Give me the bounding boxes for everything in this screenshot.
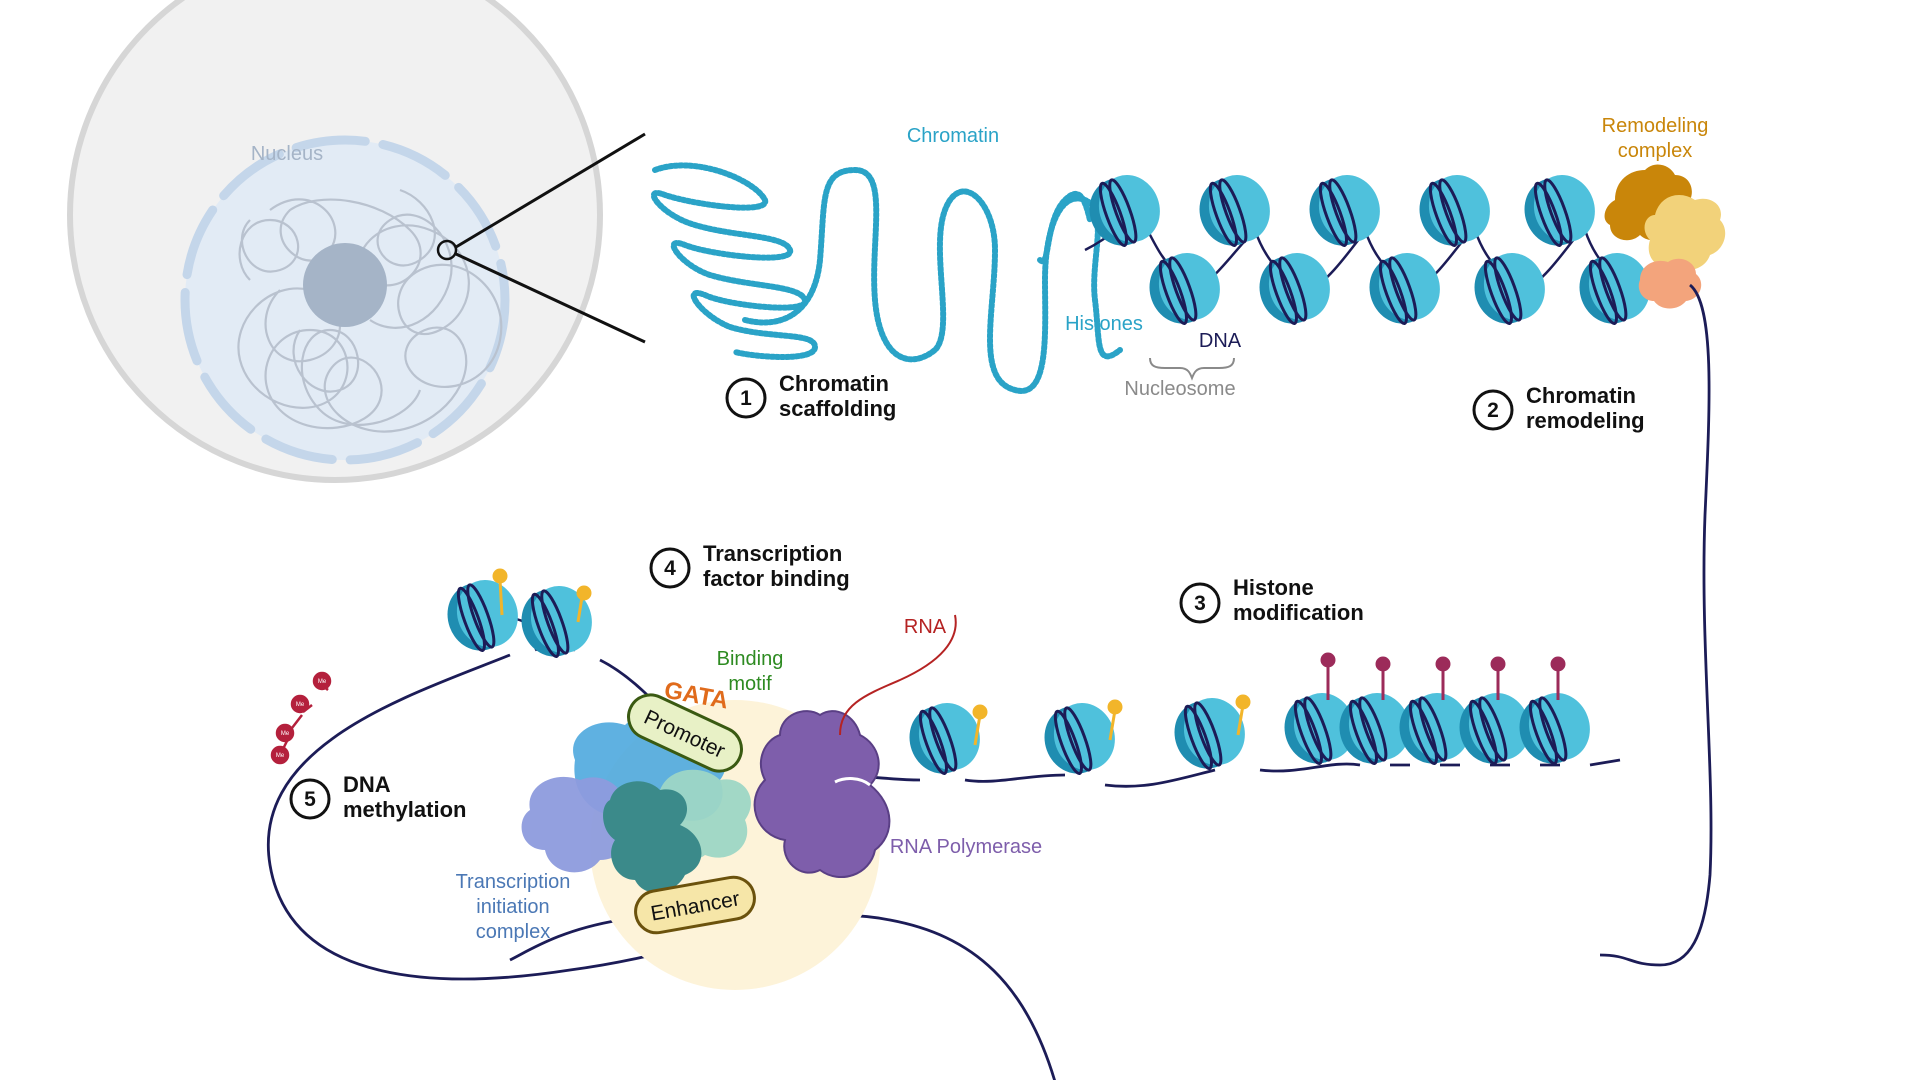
upstream-nucleosomes [436, 568, 603, 667]
chromatin-helix [650, 162, 819, 360]
step-3-number: 3 [1194, 592, 1206, 615]
rna-polymerase [753, 710, 891, 879]
nucleosome [1463, 242, 1556, 334]
acetyl-marks-upstream [492, 568, 592, 623]
step-1-title-line-1: Chromatin [779, 371, 889, 396]
nucleus-label: Nucleus [251, 143, 323, 165]
step-1-number-badge [725, 377, 767, 419]
histone-methyl-marks [1320, 652, 1566, 700]
histones-label: Histones [1065, 313, 1143, 335]
nucleosome [1188, 164, 1281, 256]
transcription-machinery: Promoter GATA Binding motif Enhancer Tra… [456, 614, 1042, 990]
step-5-title-line-2: methylation [343, 797, 466, 822]
initiation-complex-label-1: Transcription [456, 871, 571, 893]
nucleus-chromatin-tangle-2 [238, 188, 453, 426]
nucleus-chromatin-tangle [237, 198, 503, 433]
step-1-number: 1 [740, 387, 752, 410]
nucleosome [1298, 164, 1391, 256]
chromatin-wave-tail [1037, 191, 1093, 265]
step-3-title-line-1: Histone [1233, 575, 1314, 600]
binding-motif-label-1: Binding [717, 648, 784, 670]
step-1: 1 Chromatin scaffolding [725, 371, 896, 421]
initiation-complex-label-3: complex [476, 921, 550, 943]
nuclear-envelope [180, 135, 510, 465]
initiation-complex-teal [603, 781, 702, 893]
nucleosome [1248, 242, 1341, 334]
step-5: 5 DNA methylation [289, 772, 466, 822]
step-4-title-line-2: factor binding [703, 566, 850, 591]
nucleosome-label: Nucleosome [1124, 378, 1235, 400]
step-2-number: 2 [1487, 399, 1499, 422]
step-5-number: 5 [304, 788, 316, 811]
svg-text:Me: Me [276, 753, 285, 759]
nucleolus [303, 243, 387, 327]
step-5-number-badge [289, 778, 331, 820]
nucleus: Nucleus [180, 132, 646, 465]
svg-text:Me: Me [296, 702, 305, 708]
step-1-title-line-2: scaffolding [779, 396, 896, 421]
nucleosome-chain: Remodeling complex Histones DNA Nucleoso… [1065, 115, 1726, 400]
zoom-line-bottom [455, 252, 646, 344]
acetyl-marks [972, 694, 1251, 746]
rna-strand [839, 614, 957, 736]
zoom-circle [436, 239, 458, 261]
nucleosome [1513, 164, 1606, 256]
modified-nucleosomes [898, 652, 1601, 784]
step-3-number-badge [1179, 582, 1221, 624]
step-2-title-line-2: remodeling [1526, 408, 1645, 433]
nucleosome-brace [1149, 357, 1235, 381]
remodeling-complex [1604, 164, 1726, 309]
step-4-number: 4 [664, 557, 676, 580]
step-3: 3 Histone modification [1179, 575, 1364, 625]
initiation-complex-lavender [521, 776, 631, 873]
chromatin-fiber: Chromatin [650, 125, 1123, 394]
rna-label: RNA [904, 616, 947, 638]
rna-polymerase-cleft [834, 777, 871, 787]
step-4-number-badge [649, 547, 691, 589]
step-2-title-line-1: Chromatin [1526, 383, 1636, 408]
nucleosome [1138, 242, 1231, 334]
step-5-title-line-1: DNA [343, 772, 391, 797]
step-2-number-badge [1472, 389, 1514, 431]
remodeling-complex-label-1: Remodeling [1602, 115, 1709, 137]
enhancer: Enhancer [634, 875, 756, 935]
dna-methyl-mark-text: Me Me Me Me [276, 679, 327, 759]
nucleosome [1358, 242, 1451, 334]
rna-polymerase-label: RNA Polymerase [890, 836, 1042, 858]
dna-backbone [844, 283, 1713, 967]
nucleosome [1078, 164, 1171, 256]
nucleosome [1508, 682, 1601, 774]
binding-motif-label-2: motif [728, 673, 772, 695]
step-4: 4 Transcription factor binding [649, 541, 850, 591]
nucleosome [1408, 164, 1501, 256]
svg-text:Me: Me [281, 731, 290, 737]
step-2: 2 Chromatin remodeling [1472, 383, 1645, 433]
zoom-line-top [455, 132, 646, 249]
dna-label: DNA [1199, 330, 1242, 352]
dna-methylation-marks [270, 671, 332, 765]
svg-text:Me: Me [318, 679, 327, 685]
step-3-title-line-2: modification [1233, 600, 1364, 625]
remodeling-complex-label-2: complex [1618, 140, 1692, 162]
initiation-complex-label-2: initiation [476, 896, 549, 918]
step-4-title-line-1: Transcription [703, 541, 842, 566]
chromatin-label: Chromatin [907, 125, 999, 147]
nucleosome [436, 569, 529, 661]
